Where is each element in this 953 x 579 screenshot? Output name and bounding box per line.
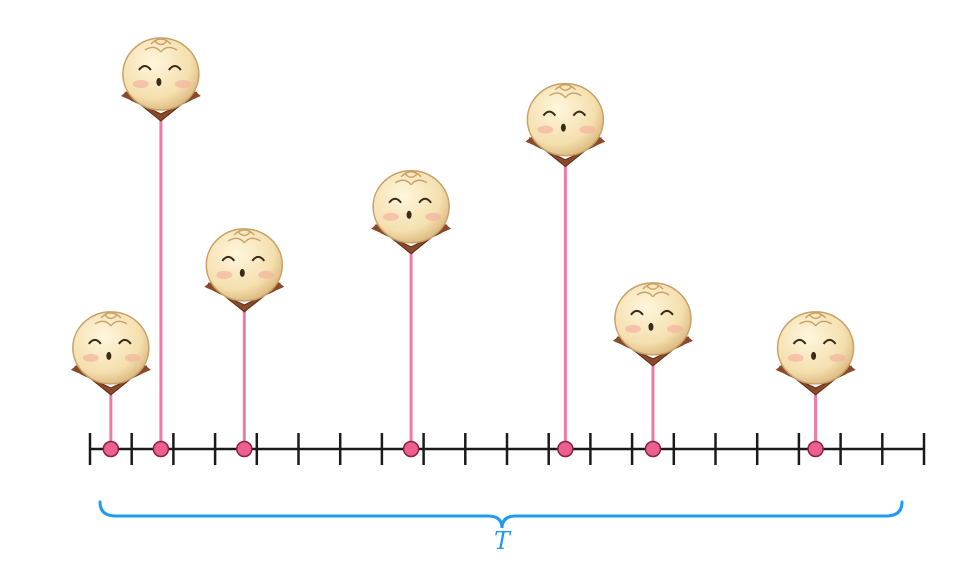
bun-pleats (227, 229, 261, 244)
bun-pleats (799, 312, 832, 327)
bun-cheek-left (787, 353, 804, 362)
bun-cheek-left (537, 125, 554, 134)
steamed-bun-icon (204, 228, 285, 313)
bun-cheek-left (132, 80, 149, 88)
bun-eye-right (660, 309, 674, 316)
number-line (88, 433, 926, 465)
bun-mouth (811, 351, 817, 360)
bun-mouth (239, 268, 245, 277)
event-dot (807, 440, 824, 458)
bun-cheek-right (579, 125, 596, 134)
bun-mouth (560, 123, 566, 132)
bun-eye-left (630, 309, 644, 316)
bun-eye-right (418, 197, 432, 204)
bun-cheek-right (829, 353, 846, 362)
bun-eye-left (388, 197, 402, 204)
bun-eye-left (88, 338, 102, 345)
steamed-bun-icon (525, 82, 606, 168)
bun-eye-left (138, 65, 152, 71)
interval-label: T (493, 527, 510, 555)
steamed-buns (70, 37, 856, 396)
event-dot (152, 440, 170, 458)
bun-pleats (144, 38, 178, 53)
bun-mouth (648, 322, 654, 331)
bun-body (372, 170, 450, 244)
bun-cheek-left (216, 270, 233, 279)
event-stems (102, 117, 824, 458)
steamed-bun-icon (120, 37, 201, 122)
bun-eye-right (822, 338, 837, 345)
bun-eye-right (118, 338, 132, 345)
bun-mouth (156, 78, 162, 86)
bun-cheek-left (383, 212, 400, 221)
bun-eye-right (572, 110, 587, 117)
bun-cheek-right (666, 324, 683, 333)
interval-brace (98, 500, 904, 529)
event-dot (102, 440, 120, 458)
bun-eye-left (221, 255, 236, 262)
bun-body (72, 311, 150, 385)
bun-pleats (394, 171, 428, 186)
bun-eye-left (542, 110, 557, 117)
steamed-bun-icon (371, 170, 452, 255)
steamed-bun-icon (612, 282, 693, 367)
event-dot (236, 440, 253, 458)
bun-cheek-right (124, 353, 141, 362)
bun-cheek-right (258, 270, 275, 279)
bun-eye-right (168, 65, 182, 71)
bun-body (614, 282, 692, 356)
bun-body (122, 37, 200, 111)
event-dot (644, 440, 662, 458)
steamed-bun-icon (775, 311, 856, 396)
bun-mouth (106, 351, 112, 360)
bun-eye-left (792, 338, 807, 345)
event-dot (402, 440, 420, 458)
bun-cheek-left (82, 353, 99, 362)
bun-body (776, 311, 855, 385)
bun-cheek-left (624, 324, 641, 333)
bun-cheek-right (174, 80, 191, 88)
bun-body (205, 228, 284, 302)
event-dot (557, 440, 574, 458)
bun-pleats (636, 283, 670, 298)
bun-eye-right (251, 255, 266, 262)
bun-pleats (549, 83, 582, 99)
steamed-bun-icon (70, 311, 151, 396)
bun-cheek-right (425, 212, 442, 221)
bun-mouth (406, 210, 412, 219)
bun-pleats (94, 312, 128, 327)
bun-body (526, 82, 605, 157)
